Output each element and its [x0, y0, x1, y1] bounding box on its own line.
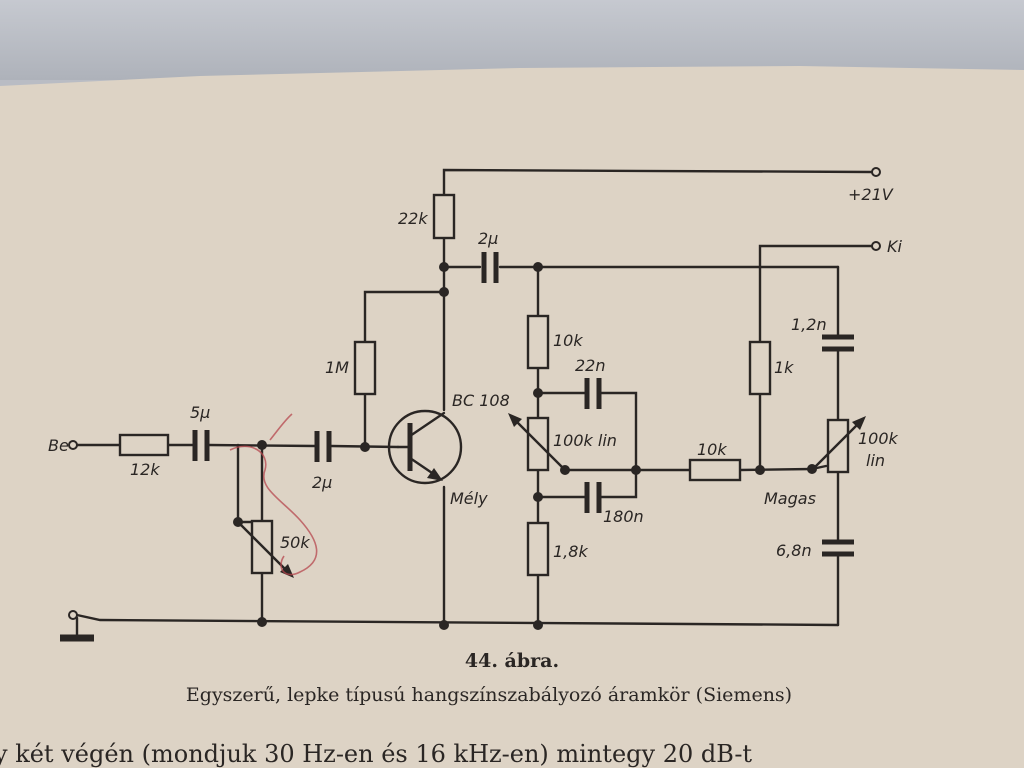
background-strip: [0, 0, 1024, 80]
label-50k: 50k: [280, 533, 310, 552]
output-terminal: [871, 241, 881, 251]
capacitor-180n: [584, 482, 602, 513]
resistor-1-8k: [526, 521, 550, 577]
label-1m: 1M: [325, 358, 349, 377]
label-12k: 12k: [130, 460, 160, 479]
label-5u: 5μ: [190, 403, 210, 422]
label-bc108: BC 108: [452, 391, 510, 410]
capacitor-6-8n: [822, 539, 854, 557]
capacitor-1-2n: [822, 334, 854, 352]
capacitor-5u: [192, 430, 210, 461]
figure-caption: Egyszerű, lepke típusú hangszínszabályoz…: [185, 684, 793, 706]
supply-label: +21V: [848, 185, 894, 204]
potentiometer-treble-100k: [826, 418, 850, 474]
wires: [60, 168, 874, 642]
resistor-12k: [118, 433, 170, 457]
input-label: Be: [48, 436, 69, 455]
resistor-10k-bass: [526, 314, 550, 370]
figure-number: 44. ábra.: [464, 650, 560, 672]
label-22n: 22n: [575, 356, 606, 375]
label-10k-mid: 10k: [697, 440, 727, 459]
wiper-arrow-treble: [810, 416, 866, 472]
label-6-8n: 6,8n: [776, 541, 812, 560]
ground-terminal: [68, 610, 78, 620]
label-100k-lin-treble: 100k lin: [858, 429, 903, 470]
input-terminal: [68, 440, 78, 450]
label-22k: 22k: [398, 209, 428, 228]
resistor-22k: [432, 193, 456, 240]
junction-dots: [233, 262, 817, 630]
capacitor-2u-base: [314, 431, 332, 462]
label-2u-base: 2μ: [312, 473, 332, 492]
red-pencil-scribble: [229, 413, 318, 576]
label-1-8k: 1,8k: [553, 542, 588, 561]
label-10k-bass: 10k: [553, 331, 583, 350]
supply-terminal: [871, 167, 881, 177]
label-1-2n: 1,2n: [791, 315, 827, 334]
transistor-bc108: [387, 409, 463, 485]
output-label: Ki: [887, 237, 902, 256]
capacitor-2u-output: [481, 252, 499, 283]
label-180n: 180n: [603, 507, 644, 526]
label-mely: Mély: [450, 489, 488, 508]
body-text-line: y két végén (mondjuk 30 Hz-en és 16 kHz-…: [0, 740, 753, 768]
label-100k-lin-treble-text-2: lin: [866, 451, 885, 470]
wiper-arrow-bass: [508, 413, 567, 472]
resistor-10k-mid: [688, 458, 742, 482]
label-1k: 1k: [774, 358, 794, 377]
resistor-1k: [748, 340, 772, 396]
label-100k-lin-bass: 100k lin: [553, 431, 617, 450]
label-100k-lin-treble-text: 100k: [858, 429, 899, 448]
label-magas: Magas: [764, 489, 816, 508]
capacitor-22n: [584, 378, 602, 409]
resistor-1m: [353, 340, 377, 396]
label-2u-output: 2μ: [478, 229, 498, 248]
